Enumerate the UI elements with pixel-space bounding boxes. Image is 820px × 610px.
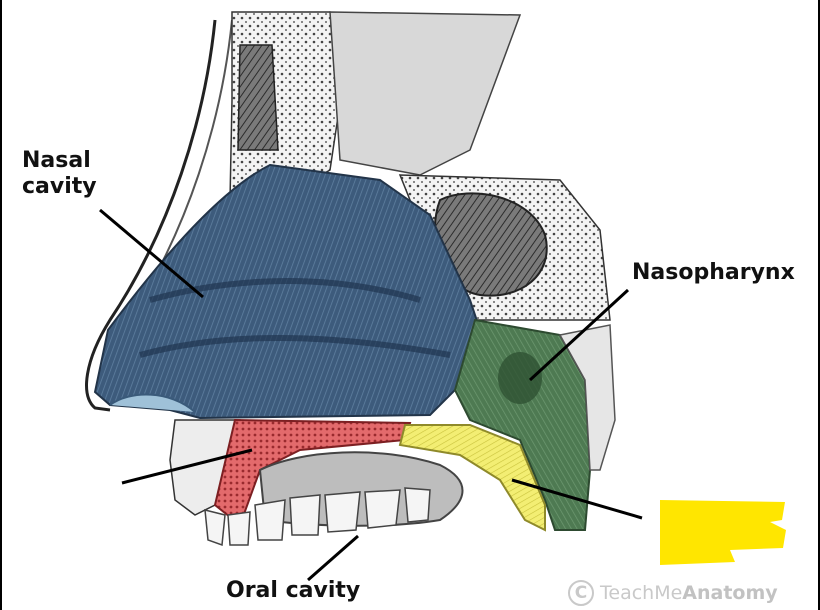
nasal-cavity-leader <box>99 208 204 299</box>
nasal-turbinate-1 <box>149 278 421 303</box>
soft-palate-region <box>398 424 546 532</box>
nostril <box>109 393 196 413</box>
watermark-text: TeachMeAnatomy <box>600 582 778 604</box>
nasopharynx-leader <box>528 288 630 382</box>
oral-cavity-label: Oral cavity <box>226 578 361 603</box>
teeth <box>204 487 431 547</box>
right-border <box>818 0 820 610</box>
nose-outline <box>85 19 217 412</box>
watermark: C TeachMeAnatomy <box>568 578 778 608</box>
nasal-turbinate-2 <box>139 335 451 358</box>
hard-palate-leader <box>121 448 253 485</box>
oral-cavity-leader <box>307 534 359 582</box>
frontal-sinus <box>237 44 279 151</box>
left-border <box>0 0 2 610</box>
cribriform-bone <box>329 11 522 176</box>
eustachian-opening <box>498 352 542 404</box>
posterior-pharynx-bone <box>558 324 616 471</box>
nasal-cavity-label: Nasal cavity <box>22 148 97 199</box>
copyright-icon: C <box>568 580 594 606</box>
highlight-mark <box>660 500 786 565</box>
nasopharynx-label: Nasopharynx <box>632 260 795 285</box>
soft-palate-leader <box>511 478 643 520</box>
